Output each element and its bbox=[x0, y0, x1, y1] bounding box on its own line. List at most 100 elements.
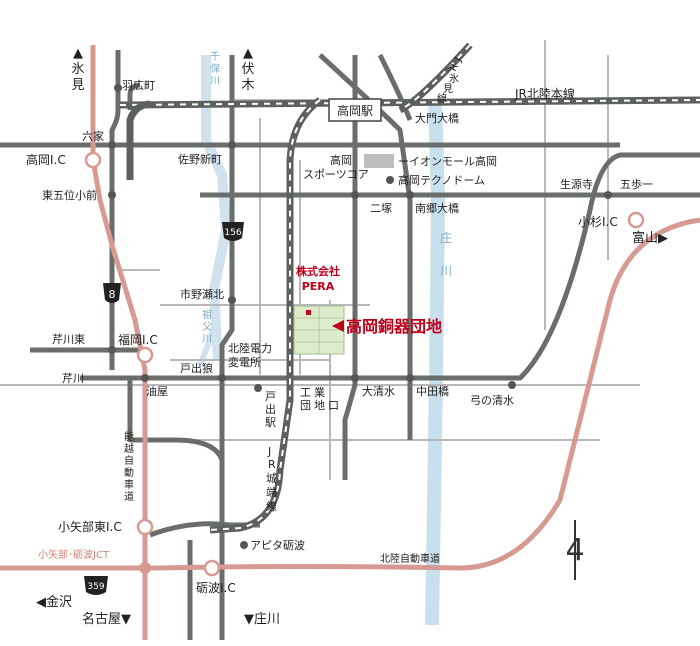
svg-text:車: 車 bbox=[124, 478, 134, 491]
road-ne bbox=[377, 53, 413, 121]
svg-text:北陸自動車道: 北陸自動車道 bbox=[380, 552, 440, 565]
svg-text:二塚: 二塚 bbox=[370, 202, 392, 215]
svg-text:アピタ砺波: アピタ砺波 bbox=[250, 539, 305, 552]
ic-labels: 高岡I.C 福岡I.C 小矢部東I.C 砺波I.C 小杉I.C 小矢部･砺波JC… bbox=[26, 152, 618, 595]
road-row-378 bbox=[80, 152, 700, 381]
svg-text:工: 工 bbox=[300, 386, 311, 399]
svg-text:中田橋: 中田橋 bbox=[416, 384, 449, 398]
dir-toyama: 富山▶ bbox=[632, 230, 668, 246]
sho-river bbox=[425, 99, 446, 626]
svg-text:小矢部東I.C: 小矢部東I.C bbox=[58, 519, 122, 534]
svg-text:ーイオンモール高岡: ーイオンモール高岡 bbox=[398, 154, 497, 168]
jct-marker bbox=[139, 562, 151, 574]
svg-text:川: 川 bbox=[440, 264, 452, 278]
svg-text:大清水: 大清水 bbox=[362, 384, 395, 398]
jr-himi-label: J R 氷 見 線 bbox=[437, 55, 464, 105]
svg-text:見: 見 bbox=[443, 83, 453, 95]
svg-text:川: 川 bbox=[202, 334, 212, 345]
takaoka-ic-marker bbox=[84, 151, 102, 169]
svg-text:高岡テクノドーム: 高岡テクノドーム bbox=[398, 173, 485, 187]
svg-text:南郷大橋: 南郷大橋 bbox=[415, 201, 459, 215]
svg-text:川: 川 bbox=[210, 76, 220, 87]
svg-text:J: J bbox=[267, 445, 271, 458]
kosugi-ic-marker bbox=[627, 211, 645, 229]
river-labels: 千 保 川 祖 父 川 庄 川 bbox=[202, 51, 452, 345]
svg-text:小矢部･砺波JCT: 小矢部･砺波JCT bbox=[38, 548, 110, 561]
svg-text:高岡: 高岡 bbox=[330, 153, 352, 167]
rivers bbox=[197, 55, 446, 626]
svg-text:北陸電力: 北陸電力 bbox=[228, 342, 272, 355]
svg-text:生源寺: 生源寺 bbox=[560, 177, 593, 191]
route-156-shield: 156 bbox=[222, 222, 244, 241]
svg-text:伏: 伏 bbox=[241, 62, 254, 77]
svg-text:氷: 氷 bbox=[449, 72, 459, 85]
svg-text:業: 業 bbox=[314, 386, 325, 399]
svg-text:道: 道 bbox=[124, 490, 134, 503]
line-labels: JR北陸本線 北陸自動車道 J R 氷 見 線 J R 城 端 線 能 越 自 … bbox=[124, 55, 575, 565]
jr-lines bbox=[119, 42, 700, 534]
svg-text:祖: 祖 bbox=[202, 308, 212, 321]
svg-text:市野瀬北: 市野瀬北 bbox=[180, 287, 224, 301]
oyabe-higashi-ic-marker bbox=[136, 518, 154, 536]
svg-text:変電所: 変電所 bbox=[228, 355, 261, 369]
svg-text:六家: 六家 bbox=[82, 129, 104, 143]
svg-text:8: 8 bbox=[109, 288, 116, 301]
svg-text:砺波I.C: 砺波I.C bbox=[196, 581, 236, 595]
svg-text:城: 城 bbox=[266, 472, 277, 485]
svg-text:保: 保 bbox=[210, 62, 220, 75]
jr-johana-dash bbox=[209, 99, 321, 531]
svg-text:線: 線 bbox=[437, 92, 447, 105]
place-labels: 羽広町 六家 東五位小前 佐野新町 高岡 スポーツコア ーイオンモール高岡 高岡… bbox=[42, 79, 653, 552]
company-label-2: PERA bbox=[302, 280, 335, 293]
interchange-markers bbox=[84, 151, 645, 577]
route-8-shield: 8 bbox=[103, 283, 121, 303]
svg-text:氷: 氷 bbox=[71, 62, 84, 77]
svg-text:五歩一: 五歩一 bbox=[620, 177, 653, 191]
noetsu-label: 能 越 自 動 車 道 bbox=[124, 430, 134, 503]
svg-text:地: 地 bbox=[314, 399, 325, 412]
intersection-dots bbox=[108, 84, 612, 549]
tonami-ic-marker bbox=[203, 559, 221, 577]
svg-text:庄: 庄 bbox=[440, 230, 452, 245]
svg-text:出: 出 bbox=[265, 402, 276, 416]
svg-text:千: 千 bbox=[210, 51, 220, 63]
dir-shokawa: ▼庄川 bbox=[244, 611, 280, 627]
svg-text:R: R bbox=[268, 458, 276, 471]
dir-himi-arrow-icon: ▲ bbox=[73, 46, 83, 61]
road-oyabe bbox=[149, 521, 260, 538]
route-359-shield: 359 bbox=[84, 576, 108, 595]
svg-text:156: 156 bbox=[224, 228, 241, 238]
svg-text:大門大橋: 大門大橋 bbox=[415, 111, 459, 125]
svg-text:口: 口 bbox=[328, 399, 339, 412]
main-title: 高岡銅器団地 株式会社 PERA bbox=[296, 264, 442, 336]
svg-text:団: 団 bbox=[300, 399, 311, 412]
svg-text:東五位小前: 東五位小前 bbox=[42, 188, 97, 202]
svg-text:見: 見 bbox=[71, 78, 84, 93]
title-arrow-icon bbox=[332, 320, 344, 332]
svg-text:動: 動 bbox=[124, 466, 134, 479]
hokuriku-expressway bbox=[0, 217, 700, 571]
industrial-park-block bbox=[293, 305, 345, 355]
svg-text:小杉I.C: 小杉I.C bbox=[578, 215, 618, 229]
jr-johana-label: J R 城 端 線 bbox=[266, 445, 277, 513]
svg-text:スポーツコア: スポーツコア bbox=[303, 168, 369, 181]
svg-text:佐野新町: 佐野新町 bbox=[178, 152, 222, 166]
senbo-river bbox=[201, 55, 232, 361]
svg-text:戸: 戸 bbox=[265, 390, 276, 403]
svg-text:芹川: 芹川 bbox=[62, 372, 84, 385]
takaoka-station-label: 高岡駅 bbox=[337, 103, 373, 118]
svg-text:油屋: 油屋 bbox=[146, 384, 168, 398]
svg-text:戸出狼: 戸出狼 bbox=[180, 361, 213, 375]
svg-text:J: J bbox=[453, 55, 465, 64]
svg-text:羽広町: 羽広町 bbox=[122, 79, 155, 92]
svg-text:JR北陸本線: JR北陸本線 bbox=[514, 86, 575, 101]
svg-text:自: 自 bbox=[124, 454, 134, 467]
svg-text:越: 越 bbox=[124, 442, 134, 455]
takaoka-station: 高岡駅 bbox=[328, 98, 382, 122]
road-north-123 bbox=[127, 82, 141, 110]
svg-text:弓の清水: 弓の清水 bbox=[470, 394, 514, 407]
svg-text:4: 4 bbox=[565, 533, 584, 568]
svg-text:高岡I.C: 高岡I.C bbox=[26, 152, 66, 167]
